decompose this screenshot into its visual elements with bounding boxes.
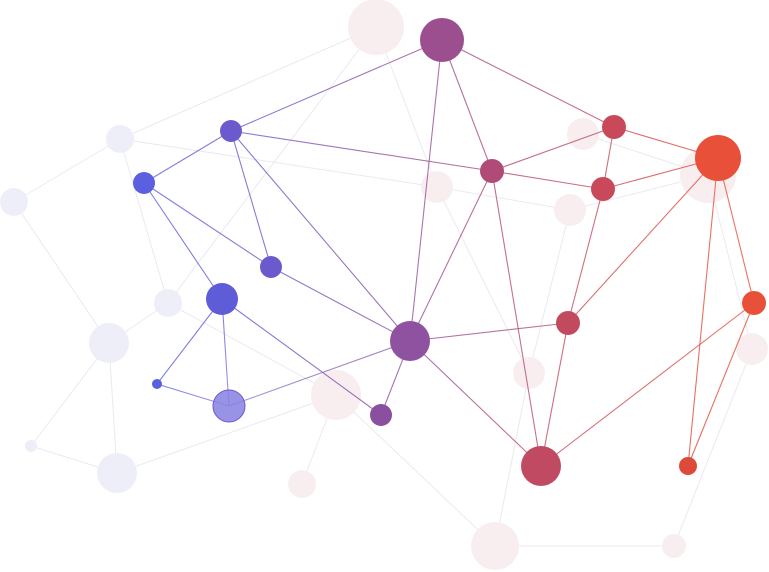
node	[695, 135, 741, 181]
faint-edge	[30, 342, 110, 447]
node	[220, 120, 242, 142]
faint-node	[554, 194, 586, 226]
faint-edge	[673, 348, 753, 547]
faint-edge	[436, 186, 530, 374]
edge	[491, 170, 604, 190]
edge	[567, 188, 604, 324]
node	[212, 389, 246, 423]
faint-edge	[167, 302, 337, 396]
edge	[143, 182, 272, 268]
edge	[540, 322, 569, 467]
edge	[717, 157, 755, 304]
faint-edge	[119, 26, 377, 140]
faint-edge	[494, 372, 530, 547]
faint-node	[0, 188, 28, 216]
faint-node	[736, 333, 768, 365]
faint-edge	[119, 138, 438, 188]
node	[390, 321, 430, 361]
faint-edge	[116, 394, 337, 474]
node	[602, 115, 626, 139]
node	[480, 159, 504, 183]
edge	[230, 39, 443, 132]
edge	[567, 157, 719, 324]
faint-node	[567, 118, 599, 150]
node	[370, 404, 392, 426]
faint-node	[154, 289, 182, 317]
faint-node	[348, 0, 404, 55]
node	[521, 446, 561, 486]
node	[420, 18, 464, 62]
edge	[491, 126, 615, 172]
node	[679, 457, 697, 475]
faint-edge	[108, 342, 118, 474]
faint-edge	[436, 186, 571, 211]
faint-edge	[13, 201, 110, 344]
faint-node	[25, 440, 37, 452]
faint-edge	[375, 26, 438, 188]
edge	[409, 170, 493, 342]
faint-node	[89, 323, 129, 363]
edge	[409, 322, 569, 342]
edge	[441, 39, 615, 128]
node	[152, 379, 162, 389]
faint-node	[471, 522, 519, 570]
edge	[230, 130, 493, 172]
nodes	[133, 18, 766, 486]
faint-node	[421, 171, 453, 203]
faint-edge	[167, 26, 377, 304]
edge	[156, 298, 223, 385]
faint-edge	[528, 209, 571, 374]
faint-node	[288, 470, 316, 498]
faint-node	[513, 357, 545, 389]
edge	[230, 130, 272, 268]
edge	[143, 130, 232, 184]
edge	[687, 157, 719, 467]
faint-edge	[13, 138, 121, 203]
faint-edge	[335, 394, 496, 547]
node	[206, 283, 238, 315]
node	[556, 311, 580, 335]
edge	[143, 182, 223, 300]
edge	[540, 302, 755, 467]
faint-node	[311, 370, 361, 420]
edge	[221, 298, 382, 416]
edge	[228, 340, 411, 407]
edge	[409, 39, 443, 342]
node	[742, 291, 766, 315]
node	[591, 177, 615, 201]
faint-node	[662, 534, 686, 558]
faint-edge	[119, 138, 169, 304]
edge	[270, 266, 411, 342]
edge	[230, 130, 411, 342]
edge	[441, 39, 493, 172]
faint-node	[106, 125, 134, 153]
node	[260, 256, 282, 278]
faint-node	[97, 453, 137, 493]
edge	[687, 302, 755, 467]
edge	[409, 340, 542, 467]
edge	[491, 170, 542, 467]
edge	[221, 298, 230, 407]
faint-edge	[707, 174, 753, 350]
node	[133, 172, 155, 194]
